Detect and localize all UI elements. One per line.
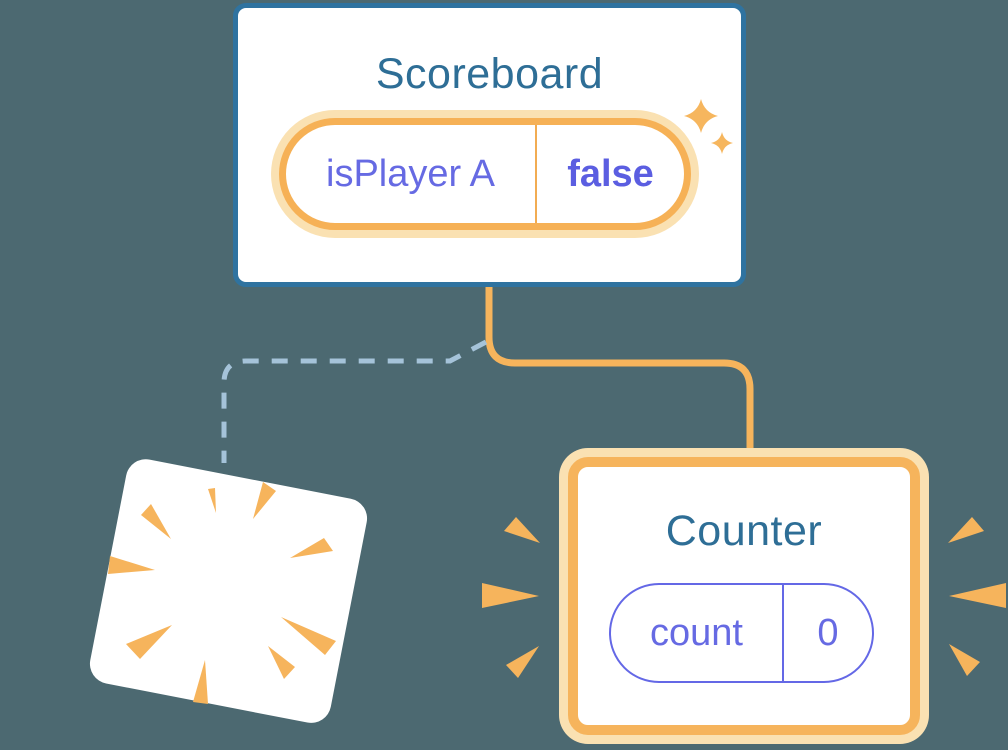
scoreboard-state-pill: isPlayer A false bbox=[279, 118, 691, 230]
pill-divider bbox=[782, 585, 784, 681]
counter-title: Counter bbox=[665, 507, 823, 555]
pill-divider bbox=[535, 125, 537, 223]
scoreboard-title: Scoreboard bbox=[375, 50, 604, 98]
counter-component-card: Counter count 0 bbox=[568, 457, 920, 735]
solid-connector-line bbox=[485, 283, 754, 462]
count-value-label: 0 bbox=[817, 611, 839, 654]
count-key-label: count bbox=[650, 611, 743, 654]
dashed-connector-line bbox=[221, 339, 488, 463]
counter-state-pill: count 0 bbox=[609, 583, 874, 683]
state-key-label: isPlayer A bbox=[326, 152, 495, 195]
scoreboard-component-card: Scoreboard isPlayer A false bbox=[233, 3, 746, 287]
state-value-label: false bbox=[567, 152, 654, 195]
